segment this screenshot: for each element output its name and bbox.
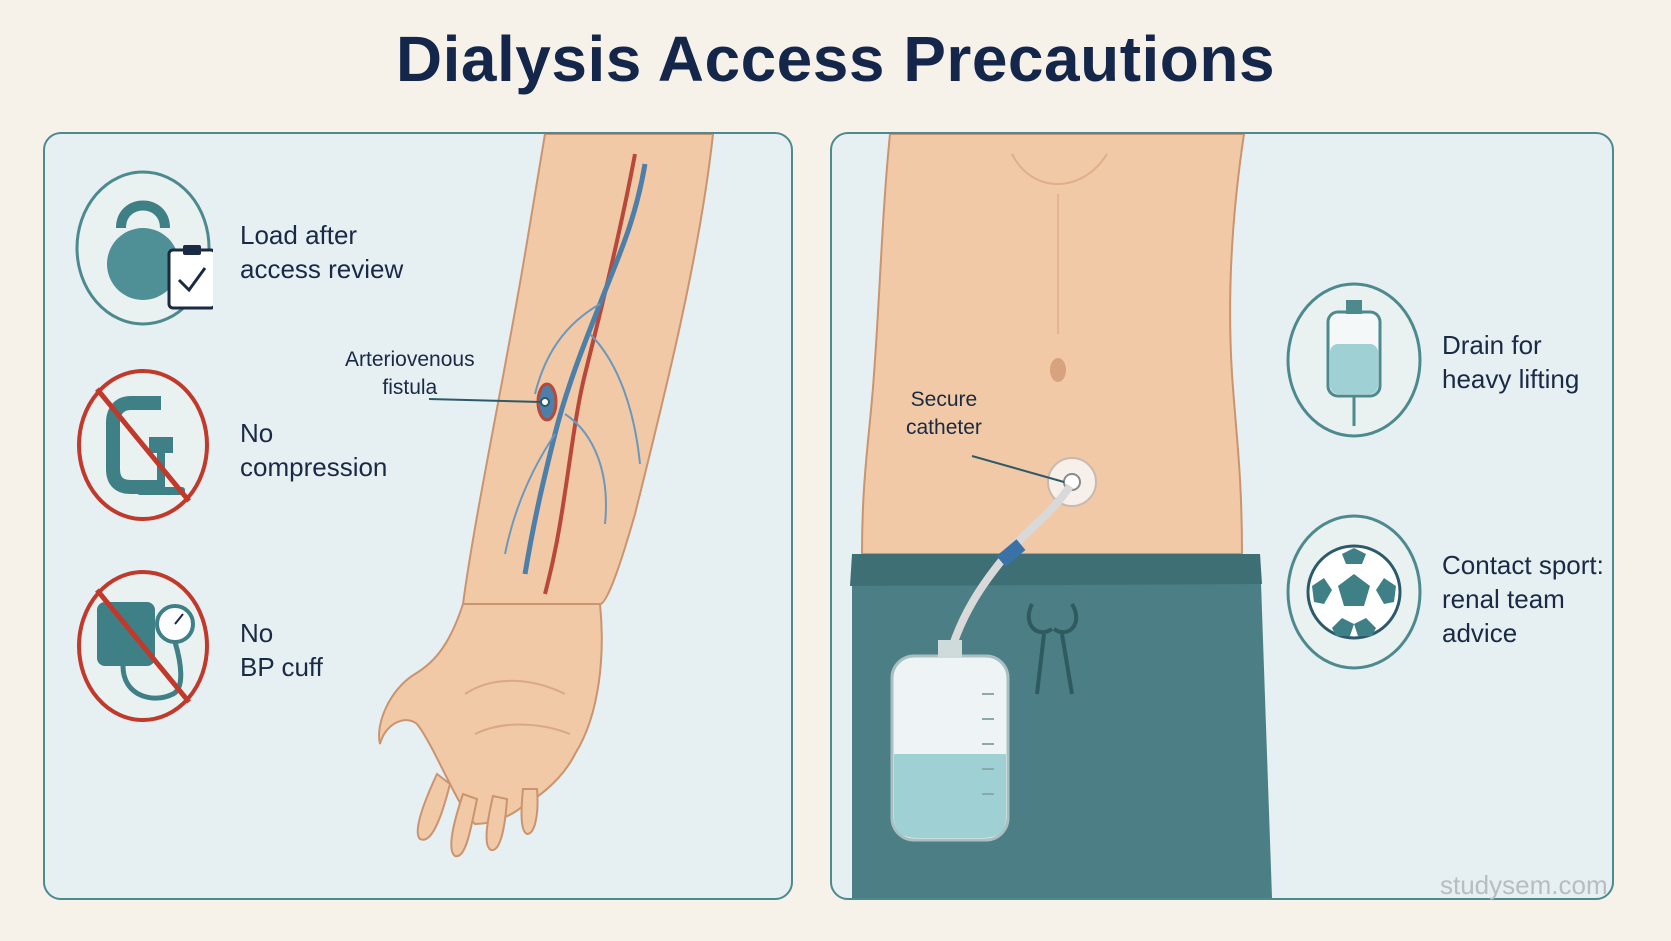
kettlebell-clipboard-icon [75, 170, 213, 326]
callout-arteriovenous-fistula: Arteriovenous fistula [345, 348, 475, 399]
abdomen-illustration [850, 134, 1272, 898]
item-load-label: Load after access review [240, 220, 404, 284]
no-bp-cuff-icon [77, 570, 209, 722]
item-bp-cuff-label: No BP cuff [240, 618, 323, 682]
watermark: studysem.com [1440, 870, 1608, 900]
page-title: Dialysis Access Precautions [395, 23, 1276, 95]
arm-illustration [378, 134, 715, 858]
right-panel-abdomen: Drain for heavy lifting Contact sport: r… [830, 132, 1614, 900]
soccer-ball-icon [1286, 514, 1422, 670]
item-compression-label: No compression [240, 418, 388, 482]
item-drain-label: Drain for heavy lifting [1442, 330, 1580, 394]
left-panel-arm: Load after access review No compression … [43, 132, 793, 900]
no-compression-clamp-icon [77, 369, 209, 521]
item-contact-sport-label: Contact sport: renal team advice [1442, 550, 1604, 648]
drain-bag-icon [1286, 282, 1422, 438]
callout-secure-catheter: Secure catheter [906, 388, 982, 439]
